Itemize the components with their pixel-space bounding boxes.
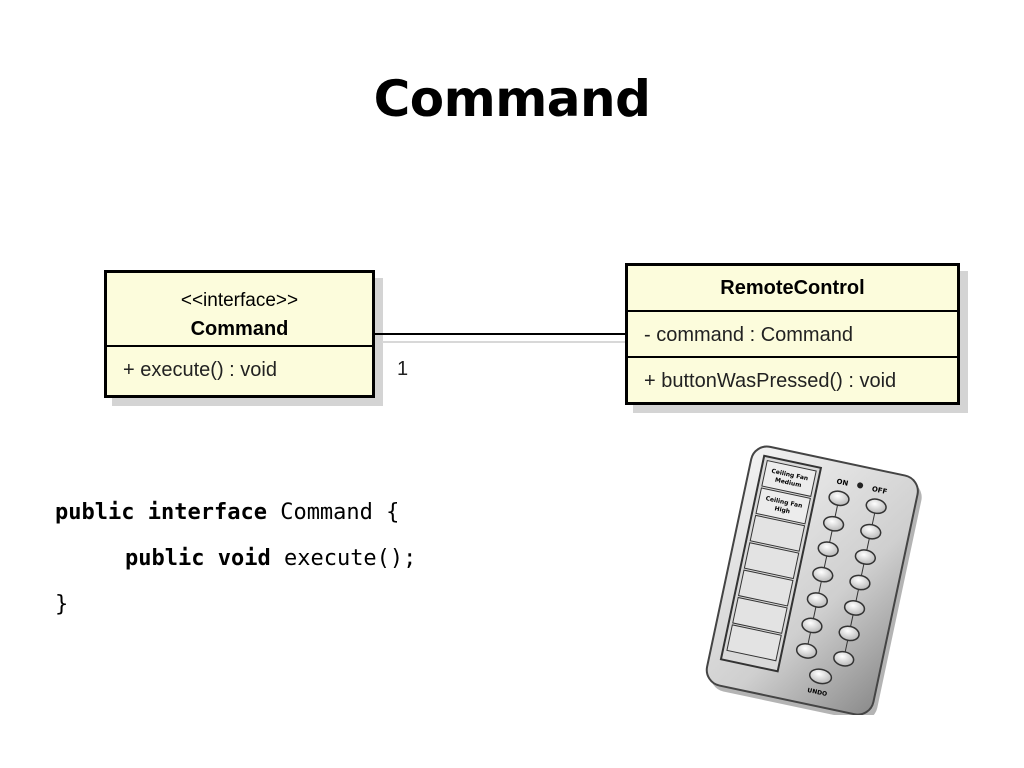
- led-indicator: [857, 482, 864, 489]
- label-slots: [726, 459, 817, 662]
- stereotype-label: <<interface>>: [180, 290, 299, 311]
- off-label: OFF: [871, 485, 888, 496]
- code-snippet: public interface Command { public void e…: [55, 496, 416, 634]
- undo-button: [808, 668, 833, 685]
- button-row: [828, 490, 887, 515]
- undo-label: UNDO: [807, 687, 828, 698]
- command-class-header: <<interface>> Command: [107, 273, 372, 347]
- slide-title: Command: [373, 70, 651, 128]
- code-line-2: public void execute();: [55, 542, 416, 588]
- association-shadow: [382, 341, 632, 343]
- remote-control-illustration: Ceiling Fan Medium Ceiling Fan High ON O…: [705, 445, 922, 715]
- multiplicity-label: 1: [397, 358, 409, 380]
- operation-execute: + execute() : void: [123, 359, 277, 381]
- code-line-1: public interface Command {: [55, 496, 416, 542]
- keyword: interface: [147, 500, 267, 525]
- operation-button-was-pressed: + buttonWasPressed() : void: [644, 370, 897, 392]
- code-text: execute();: [270, 546, 417, 571]
- class-name: RemoteControl: [628, 266, 957, 312]
- on-label: ON: [836, 478, 849, 488]
- keyword: public: [55, 500, 135, 525]
- button-connector-lines: [807, 505, 876, 653]
- class-name: Command: [190, 318, 289, 340]
- code-text: Command {: [266, 500, 400, 525]
- keyword: void: [217, 546, 271, 571]
- keyword: public: [125, 546, 205, 571]
- button-row: [806, 592, 866, 616]
- association-line: [375, 333, 625, 335]
- remote-control-class-box: RemoteControl - command : Command + butt…: [625, 263, 960, 405]
- slot-label-2b: High: [774, 505, 791, 515]
- attribute-command: - command : Command: [628, 312, 957, 358]
- command-interface-box: <<interface>> Command + execute() : void: [104, 270, 375, 398]
- code-line-3: }: [55, 592, 69, 617]
